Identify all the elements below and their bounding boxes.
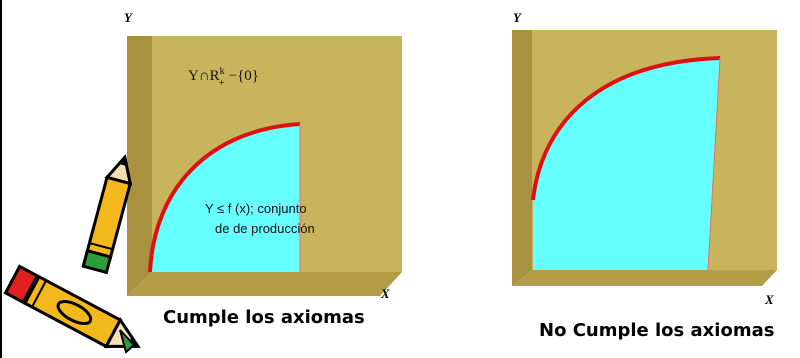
left-box-bottom — [127, 272, 402, 296]
left-frontier-curve — [148, 122, 301, 273]
pencils-icon — [3, 154, 141, 354]
left-region-label-line1: Y ≤ f (x); conjunto — [205, 201, 307, 216]
left-panel: Y X Y∩Rk+ −{0} Y ≤ f (x); conjunto de de… — [124, 10, 402, 328]
left-axis-x: X — [380, 286, 390, 301]
right-panel: Y X No Cumple los axiomas — [512, 10, 777, 341]
left-axis-y: Y — [124, 10, 133, 25]
left-box-side — [127, 36, 152, 296]
right-production-region — [533, 58, 720, 270]
left-region-label-line2: de de producción — [215, 221, 315, 236]
left-caption: Cumple los axiomas — [163, 307, 365, 328]
right-region-edge — [707, 57, 721, 271]
right-box-side — [512, 30, 532, 286]
right-frontier-curve — [531, 56, 721, 201]
right-axis-x: X — [764, 292, 774, 307]
right-axis-y: Y — [513, 10, 522, 25]
right-caption: No Cumple los axiomas — [539, 320, 774, 341]
left-production-region — [150, 124, 300, 272]
right-box-bottom — [512, 270, 777, 286]
left-set-label: Y∩Rk+ −{0} — [188, 66, 259, 89]
